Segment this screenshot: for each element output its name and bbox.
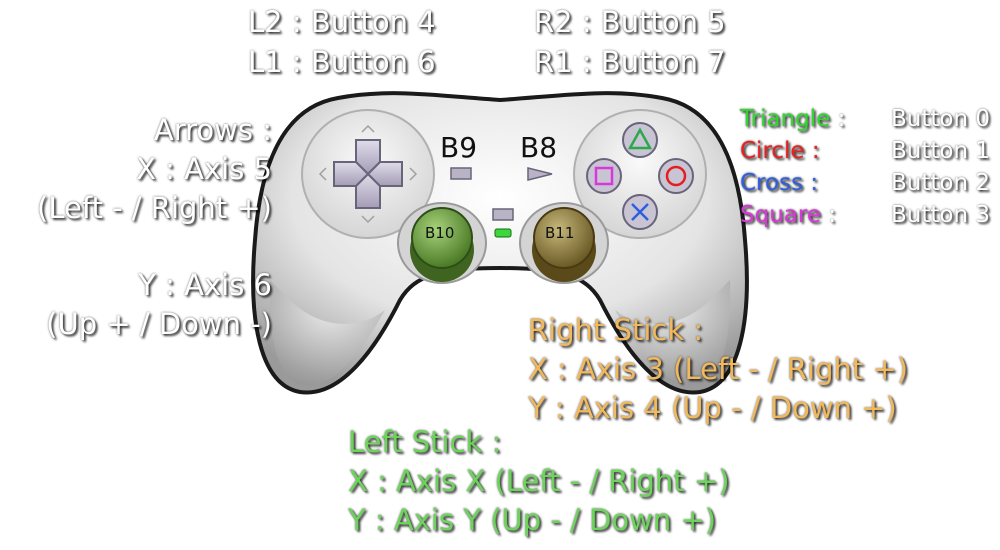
legend-row-square: Square : Button 3 [740, 202, 990, 230]
left-stick-x-label: X : Axis X (Left - / Right +) [348, 464, 730, 498]
l2-label: L2 : Button 4 [248, 5, 436, 39]
arrows-y-direction: (Up + / Down -) [46, 307, 272, 341]
legend-name-cross: Cross [740, 170, 804, 196]
legend-row-triangle: Triangle : Button 0 [740, 106, 990, 134]
legend-name-triangle: Triangle [740, 106, 831, 132]
r2-label: R2 : Button 5 [534, 5, 726, 39]
face-buttons [586, 122, 694, 230]
circle-icon [665, 165, 687, 187]
right-grip [615, 280, 731, 386]
square-icon [594, 166, 614, 186]
right-stick-y-label: Y : Axis 4 (Up - / Down +) [528, 391, 897, 425]
circle-button [658, 158, 694, 194]
b11-label: B11 [545, 224, 575, 242]
legend-value-circle: Button 1 [891, 138, 990, 164]
legend-value-square: Button 3 [891, 202, 990, 228]
arrows-title: Arrows : [153, 113, 272, 147]
left-stick-title: Left Stick : [348, 425, 502, 459]
legend-row-circle: Circle : Button 1 [740, 138, 990, 166]
arrows-x-direction: (Left - / Right +) [37, 191, 272, 225]
right-stick-cap [533, 207, 595, 269]
square-button [586, 158, 622, 194]
b9-label: B9 [440, 131, 478, 164]
right-stick-title: Right Stick : [528, 313, 704, 347]
b8-label: B8 [520, 131, 558, 164]
legend-sep: : [803, 170, 819, 196]
right-stick-x-label: X : Axis 3 (Left - / Right +) [528, 352, 909, 386]
legend-value-cross: Button 2 [891, 170, 990, 196]
legend-sep: : [830, 106, 846, 132]
left-grip [269, 280, 385, 386]
legend-name-square: Square [740, 202, 821, 228]
face-buttons-well [573, 109, 707, 239]
r1-label: R1 : Button 7 [534, 45, 726, 79]
arrows-x-label: X : Axis 5 [136, 152, 272, 186]
b10-label: B10 [425, 224, 455, 242]
arrows-y-label: Y : Axis 6 [138, 268, 272, 302]
start-button [527, 167, 553, 181]
legend-sep: : [820, 202, 837, 228]
analog-button [492, 208, 514, 221]
select-button [450, 167, 472, 180]
left-stick-y-label: Y : Axis Y (Up - / Down +) [348, 503, 717, 537]
legend-sep: : [804, 138, 820, 164]
l1-label: L1 : Button 6 [248, 45, 436, 79]
left-stick-cap [411, 207, 473, 269]
legend-value-triangle: Button 0 [891, 106, 990, 132]
triangle-icon [627, 127, 653, 150]
dpad-right-arrow [366, 161, 403, 187]
legend-row-cross: Cross : Button 2 [740, 170, 990, 198]
cross-icon [631, 203, 649, 221]
dpad-left-arrow [333, 161, 370, 187]
legend-name-circle: Circle [740, 138, 805, 164]
analog-led [494, 228, 512, 238]
dpad [333, 139, 403, 209]
